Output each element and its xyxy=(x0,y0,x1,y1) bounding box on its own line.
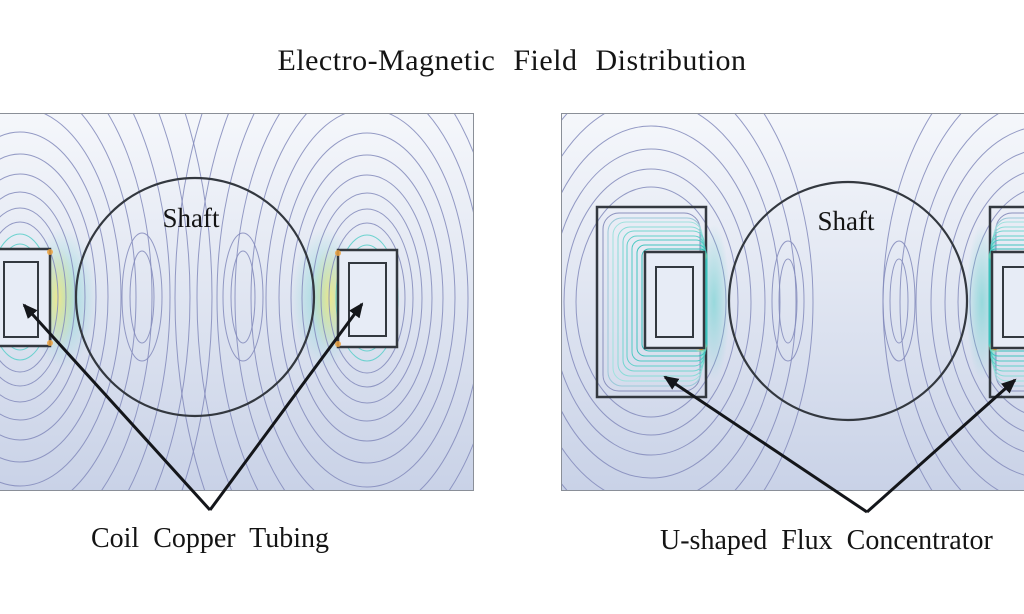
caption-flux-concentrator: U-shaped Flux Concentrator xyxy=(660,525,993,556)
left-coil-rect xyxy=(0,247,53,348)
shaft-label-left: Shaft xyxy=(162,203,220,233)
shaft-label-right: Shaft xyxy=(817,206,875,236)
left-field-plot xyxy=(0,114,473,490)
shaft-internal-contours xyxy=(771,240,916,362)
left-concentrator-outer-contours xyxy=(562,114,814,490)
right-field-plot xyxy=(562,114,1024,490)
left-simulation-panel xyxy=(0,113,474,491)
left-flux-concentrator xyxy=(595,205,708,399)
right-simulation-panel xyxy=(561,113,1024,491)
page-title: Electro-Magnetic Field Distribution xyxy=(277,44,747,77)
right-coil-rect xyxy=(335,248,399,349)
caption-coil-copper-tubing: Coil Copper Tubing xyxy=(90,523,330,554)
right-panel-background xyxy=(562,114,1024,490)
right-flux-concentrator xyxy=(988,205,1024,399)
